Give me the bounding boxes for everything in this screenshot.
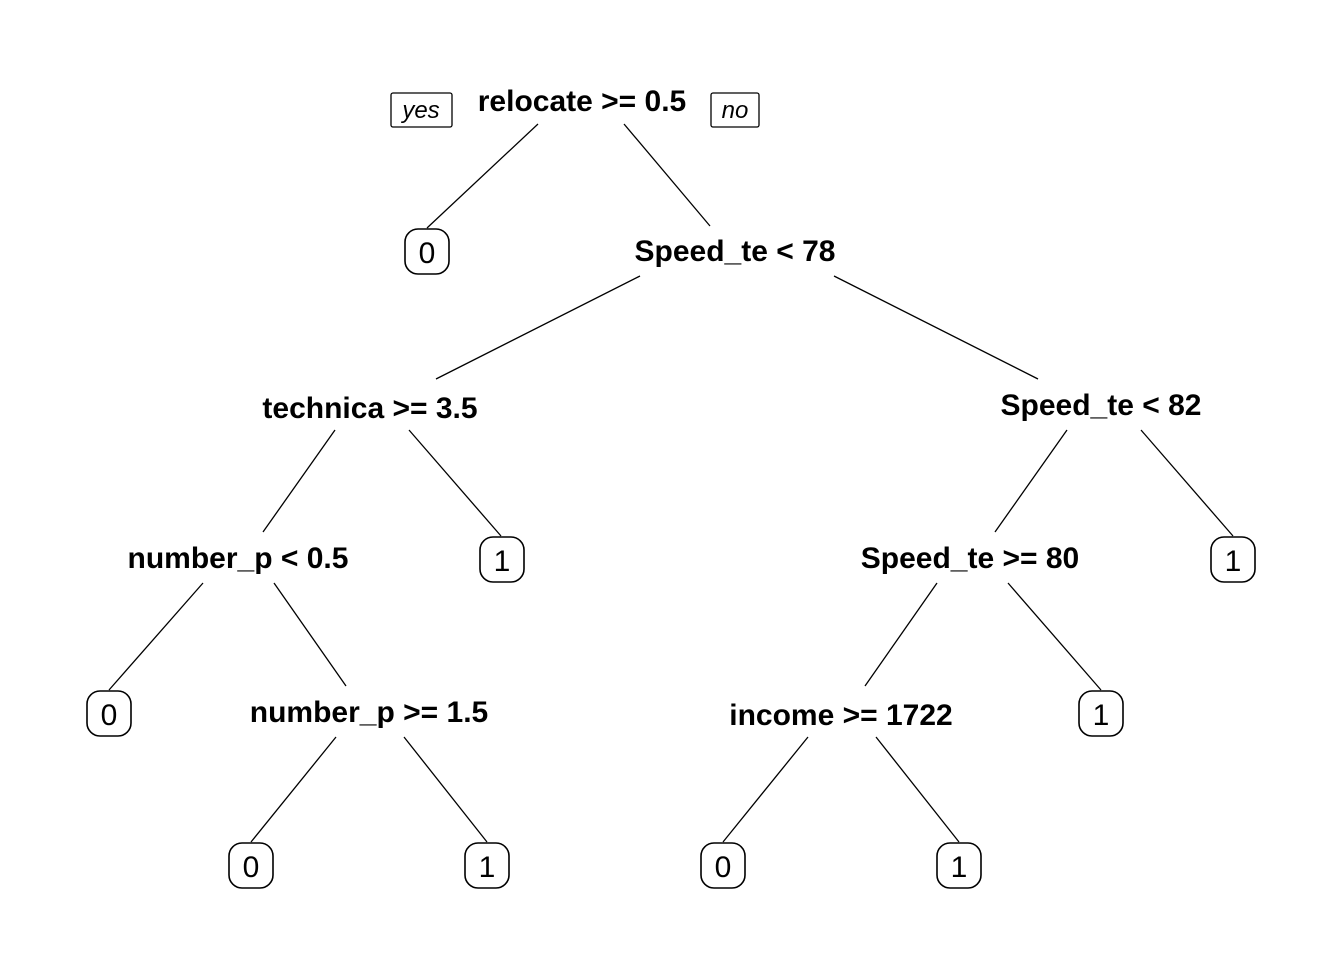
edge-n12-n25 (273, 582, 347, 687)
yes-text: yes (400, 97, 439, 124)
leaf-node: 0 (86, 690, 132, 737)
edge-n25-l50 (250, 736, 337, 843)
split-nodes: relocate >= 0.5 Speed_te < 78 technica >… (128, 85, 1202, 732)
leaf-label: 1 (479, 851, 496, 884)
leaf-node: 1 (479, 536, 525, 583)
split-node-income: income >= 1722 (729, 699, 952, 732)
leaf-box (700, 842, 746, 889)
split-node-speed-ge-80: Speed_te >= 80 (861, 542, 1079, 575)
branch-no-label: no (710, 92, 760, 128)
split-node-relocate: relocate >= 0.5 (478, 85, 686, 118)
edge-n12-l24 (108, 582, 204, 691)
tree-edges (108, 123, 1234, 843)
yes-box (390, 92, 453, 128)
edge-n7-l15 (1140, 429, 1234, 537)
split-node-number-p-lt: number_p < 0.5 (128, 542, 349, 575)
edge-n7-n14 (994, 429, 1068, 533)
edge-n14-n28 (864, 582, 938, 687)
edge-n6-l13 (408, 429, 502, 537)
leaf-node: 1 (1078, 690, 1124, 737)
edge-n1-l2 (426, 123, 539, 229)
no-box (710, 92, 760, 128)
leaf-label: 1 (494, 545, 511, 578)
edge-n28-l57 (875, 736, 960, 843)
leaf-nodes: 0 1 1 0 1 0 1 0 (86, 228, 1256, 889)
split-node-speed-lt-78: Speed_te < 78 (635, 235, 836, 268)
leaf-label: 0 (715, 851, 732, 884)
leaf-node: 1 (936, 842, 982, 889)
edge-n28-l56 (722, 736, 809, 843)
edge-n14-l29 (1007, 582, 1102, 691)
leaf-box (464, 842, 510, 889)
leaf-node: 0 (404, 228, 450, 275)
leaf-label: 0 (243, 851, 260, 884)
edge-n3-n6 (435, 275, 641, 380)
leaf-box (1078, 690, 1124, 737)
leaf-box (404, 228, 450, 275)
branch-yes-label: yes (390, 92, 453, 128)
leaf-label: 1 (951, 851, 968, 884)
leaf-label: 1 (1225, 545, 1242, 578)
edge-n6-n12 (262, 429, 336, 533)
leaf-label: 0 (419, 237, 436, 270)
leaf-box (228, 842, 274, 889)
leaf-box (86, 690, 132, 737)
leaf-node: 1 (464, 842, 510, 889)
leaf-label: 0 (101, 699, 118, 732)
split-node-technica: technica >= 3.5 (262, 392, 477, 425)
leaf-box (1210, 536, 1256, 583)
edge-n3-n7 (833, 275, 1039, 380)
leaf-box (936, 842, 982, 889)
edge-n25-l51 (403, 736, 488, 843)
leaf-label: 1 (1093, 699, 1110, 732)
leaf-node: 0 (700, 842, 746, 889)
no-text: no (722, 97, 749, 124)
split-node-speed-lt-82: Speed_te < 82 (1001, 389, 1202, 422)
leaf-node: 0 (228, 842, 274, 889)
leaf-box (479, 536, 525, 583)
split-node-number-p-ge: number_p >= 1.5 (250, 696, 488, 729)
edge-n1-n3 (623, 123, 711, 227)
leaf-node: 1 (1210, 536, 1256, 583)
